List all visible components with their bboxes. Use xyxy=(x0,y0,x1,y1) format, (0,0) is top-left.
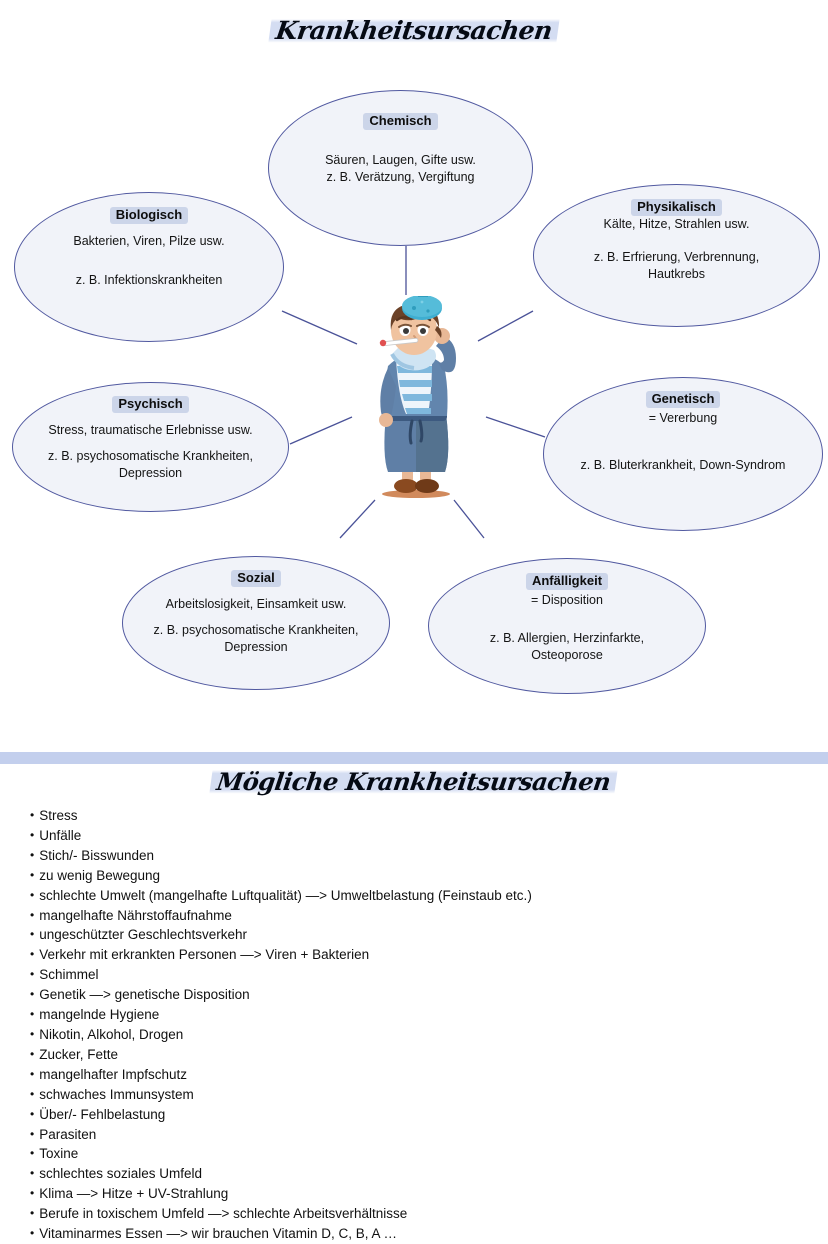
list-item: Genetik —> genetische Disposition xyxy=(30,985,532,1005)
node-physikalisch-line3: Hautkrebs xyxy=(648,267,705,281)
connector-sozial xyxy=(339,499,376,539)
node-chemisch-heading: Chemisch xyxy=(363,113,438,130)
list-item: Parasiten xyxy=(30,1125,532,1145)
list-item: mangelhafter Impfschutz xyxy=(30,1065,532,1085)
list-item: Klima —> Hitze + UV-Strahlung xyxy=(30,1184,532,1204)
node-anfaelligkeit-line3: Osteoporose xyxy=(531,648,603,662)
thermometer-icon xyxy=(379,337,419,347)
node-genetisch-line2: z. B. Bluterkrankheit, Down-Syndrom xyxy=(580,458,786,472)
page-title: Krankheitsursachen xyxy=(0,16,828,45)
list-page: Mögliche Krankheitsursachen StressUnfäll… xyxy=(0,764,828,1241)
node-psychisch-line2: z. B. psychosomatische Krankheiten, xyxy=(48,449,253,463)
list-item: Nikotin, Alkohol, Drogen xyxy=(30,1025,532,1045)
list-item: schlechtes soziales Umfeld xyxy=(30,1164,532,1184)
list-item: schwaches Immunsystem xyxy=(30,1085,532,1105)
list-item: ungeschützter Geschlechtsverkehr xyxy=(30,925,532,945)
list-item: Über/- Fehlbelastung xyxy=(30,1105,532,1125)
node-biologisch-line2: z. B. Infektionskrankheiten xyxy=(75,273,223,287)
node-anfaelligkeit-heading: Anfälligkeit xyxy=(525,573,609,590)
cause-list: StressUnfälleStich/- Bisswundenzu wenig … xyxy=(30,806,532,1244)
node-biologisch[interactable]: Biologisch Bakterien, Viren, Pilze usw. … xyxy=(14,192,284,342)
node-physikalisch[interactable]: Physikalisch Kälte, Hitze, Strahlen usw.… xyxy=(533,184,820,327)
node-chemisch-line2: z. B. Verätzung, Vergiftung xyxy=(326,170,475,184)
list-item: zu wenig Bewegung xyxy=(30,866,532,886)
page-title-text: Krankheitsursachen xyxy=(268,16,560,45)
list-section-title-text: Mögliche Krankheitsursachen xyxy=(209,767,619,796)
node-physikalisch-line2: z. B. Erfrierung, Verbrennung, xyxy=(593,250,760,264)
ice-pack-icon xyxy=(402,296,442,320)
node-anfaelligkeit-line2: z. B. Allergien, Herzinfarkte, xyxy=(489,631,645,645)
section-divider xyxy=(0,752,828,764)
list-item: Schimmel xyxy=(30,965,532,985)
node-physikalisch-heading: Physikalisch xyxy=(631,199,722,216)
connector-biologisch xyxy=(281,310,358,345)
node-sozial-line1: Arbeitslosigkeit, Einsamkeit usw. xyxy=(165,597,347,611)
list-item: Berufe in toxischem Umfeld —> schlechte … xyxy=(30,1204,532,1224)
mindmap-page: Krankheitsursachen xyxy=(0,16,828,694)
list-item: Zucker, Fette xyxy=(30,1045,532,1065)
connector-psychisch xyxy=(289,416,353,445)
node-sozial-heading: Sozial xyxy=(231,570,281,587)
list-item: Unfälle xyxy=(30,826,532,846)
node-psychisch[interactable]: Psychisch Stress, traumatische Erlebniss… xyxy=(12,382,289,512)
node-sozial[interactable]: Sozial Arbeitslosigkeit, Einsamkeit usw.… xyxy=(122,556,390,690)
node-chemisch-line1: Säuren, Laugen, Gifte usw. xyxy=(325,153,476,167)
node-biologisch-heading: Biologisch xyxy=(109,207,189,224)
list-item: Stich/- Bisswunden xyxy=(30,846,532,866)
node-genetisch-heading: Genetisch xyxy=(645,391,721,408)
node-biologisch-line1: Bakterien, Viren, Pilze usw. xyxy=(73,234,225,248)
connector-genetisch xyxy=(485,416,546,438)
list-item: mangelhafte Nährstoffaufnahme xyxy=(30,906,532,926)
list-item: Toxine xyxy=(30,1144,532,1164)
list-item: schlechte Umwelt (mangelhafte Luftqualit… xyxy=(30,886,532,906)
node-physikalisch-line1: Kälte, Hitze, Strahlen usw. xyxy=(603,217,750,231)
node-sozial-line2: z. B. psychosomatische Krankheiten, xyxy=(153,623,359,637)
sick-person-illustration xyxy=(379,296,456,498)
list-item: Stress xyxy=(30,806,532,826)
connector-physikalisch xyxy=(477,310,534,342)
node-psychisch-line3: Depression xyxy=(118,466,183,480)
node-chemisch[interactable]: Chemisch Säuren, Laugen, Gifte usw. z. B… xyxy=(268,90,533,246)
list-section-title: Mögliche Krankheitsursachen xyxy=(0,767,828,796)
list-item: Vitaminarmes Essen —> wir brauchen Vitam… xyxy=(30,1224,532,1244)
connector-anfaelligkeit xyxy=(453,499,485,539)
list-item: mangelnde Hygiene xyxy=(30,1005,532,1025)
list-item: Verkehr mit erkrankten Personen —> Viren… xyxy=(30,945,532,965)
node-psychisch-line1: Stress, traumatische Erlebnisse usw. xyxy=(48,423,253,437)
node-psychisch-heading: Psychisch xyxy=(112,396,189,413)
node-anfaelligkeit[interactable]: Anfälligkeit = Disposition z. B. Allergi… xyxy=(428,558,706,694)
node-genetisch-sub: = Vererbung xyxy=(648,411,718,425)
node-genetisch[interactable]: Genetisch = Vererbung z. B. Bluterkrankh… xyxy=(543,377,823,531)
node-sozial-line3: Depression xyxy=(224,640,288,654)
node-anfaelligkeit-sub: = Disposition xyxy=(531,593,603,607)
